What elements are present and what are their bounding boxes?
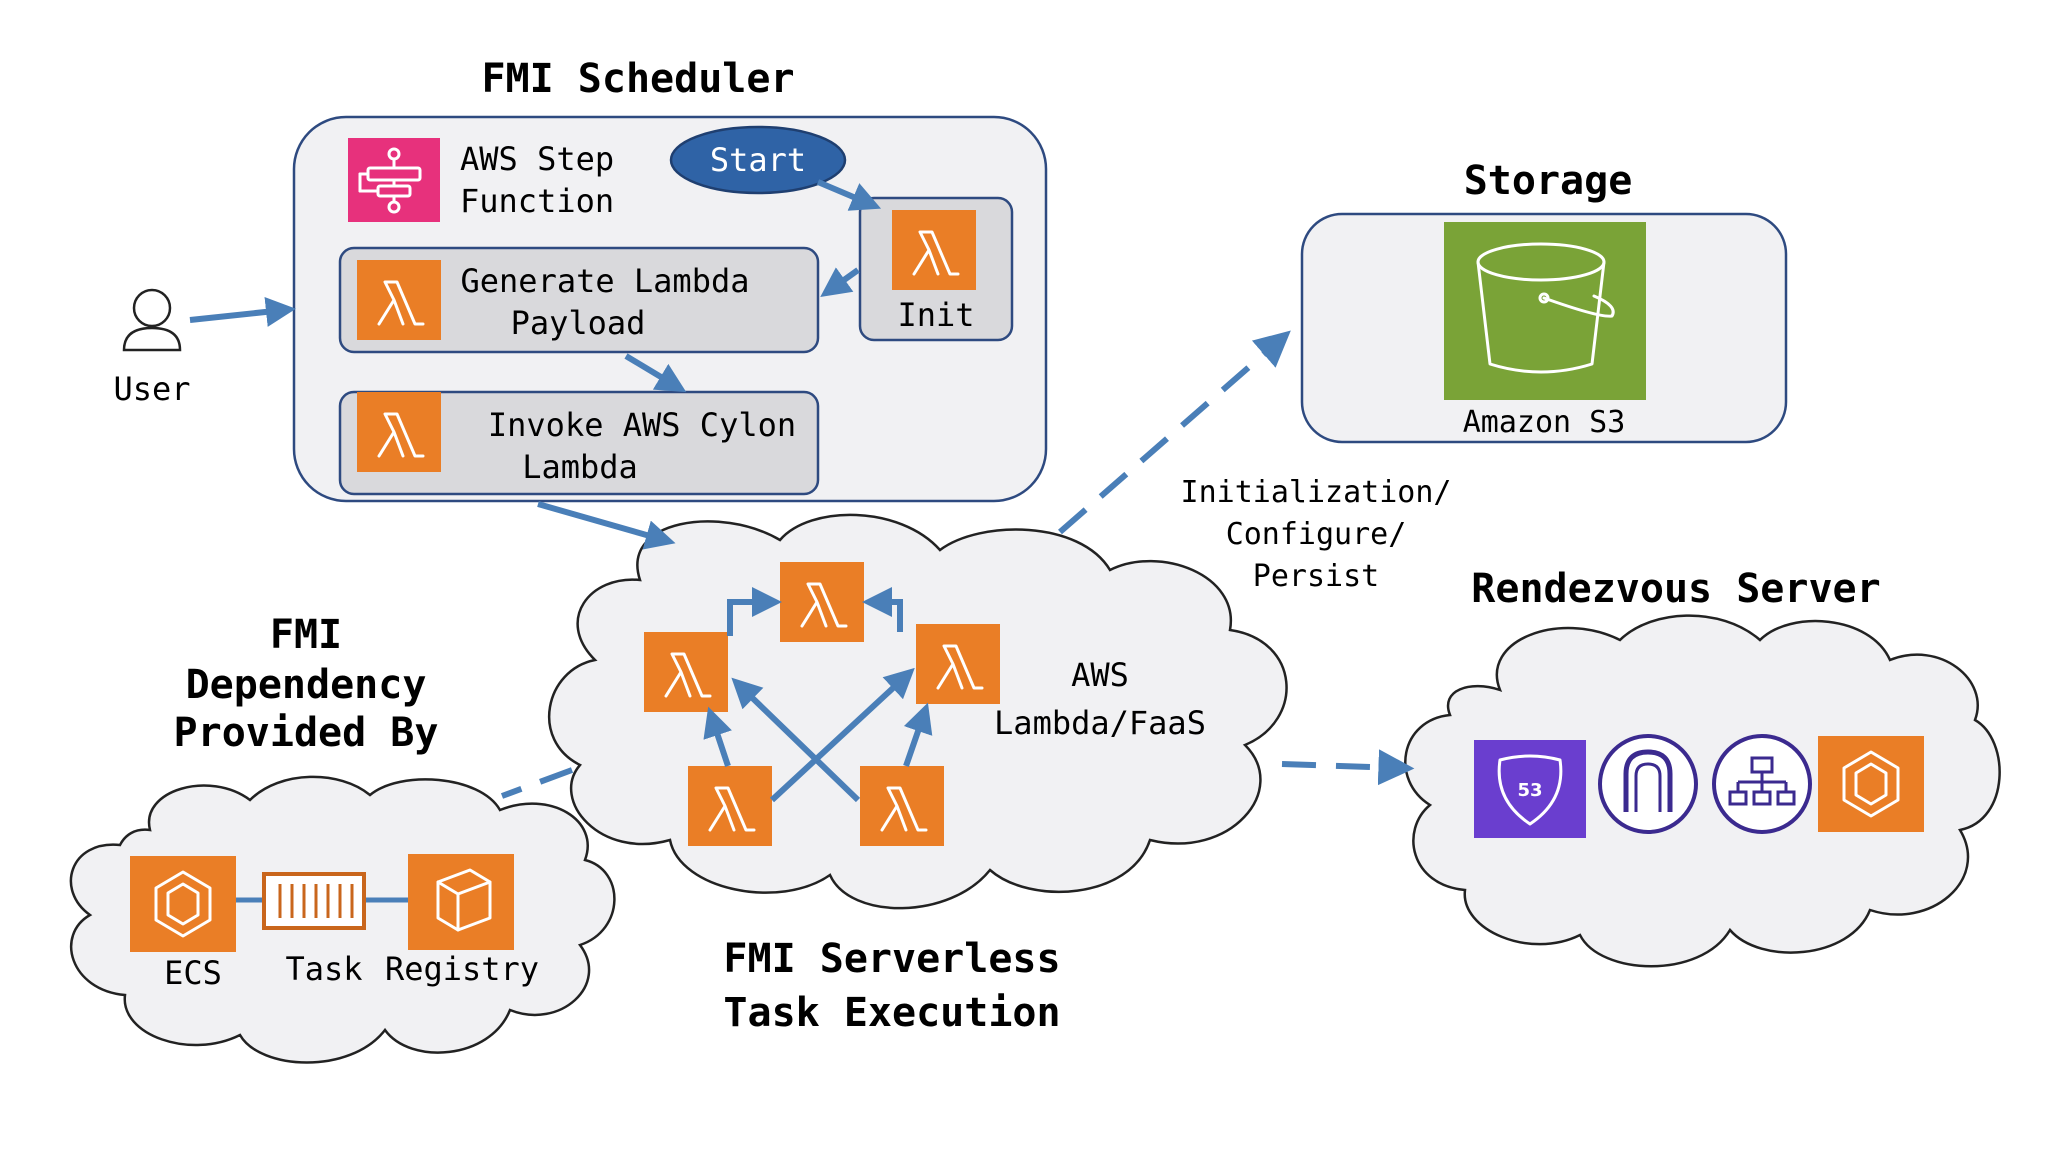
br-to-right-arrow — [903, 702, 933, 767]
invoke-cylon-box — [338, 390, 820, 496]
edge-label-2: Configure/ — [1226, 517, 1407, 552]
init-lambda-icon — [890, 208, 978, 292]
ecs-icon — [130, 856, 236, 952]
left-to-top-arrow — [727, 587, 782, 636]
start-label: Start — [710, 141, 806, 179]
step-function-label-1: AWS Step — [460, 140, 614, 178]
scheduler-title: FMI Scheduler — [481, 56, 794, 102]
faas-to-dependency-link — [500, 767, 574, 799]
registry-icon — [408, 854, 514, 950]
faas-title-2: Task Execution — [723, 990, 1060, 1036]
start-to-init-arrow — [816, 179, 882, 211]
invoke-label-1: Invoke AWS Cylon — [488, 406, 796, 444]
invoke-label-2: Lambda — [522, 448, 638, 486]
step-function-label-2: Function — [460, 182, 614, 220]
registry-label: Registry — [385, 950, 539, 988]
generate-to-invoke-arrow — [624, 353, 687, 393]
bucket-glyph — [1476, 242, 1615, 374]
invoke-lambda-icon — [355, 390, 443, 474]
init-to-generate-arrow — [820, 267, 860, 297]
faas-lambda-bottom-right-icon — [858, 764, 946, 848]
faas-lambda-top-icon — [778, 560, 866, 644]
faas-title-1: FMI Serverless — [723, 936, 1060, 982]
dependency-title-2: Dependency — [186, 662, 427, 708]
bl-to-right-arrow — [769, 667, 915, 803]
rendezvous-cloud — [1404, 614, 2001, 968]
right-to-top-arrow — [862, 587, 903, 632]
start-node — [669, 125, 847, 195]
user-node: User — [113, 288, 296, 408]
generate-lambda-icon — [355, 258, 443, 342]
task-label: Task — [285, 950, 362, 988]
bl-to-left-arrow — [703, 706, 732, 767]
user-label: User — [113, 370, 190, 408]
edge-label-1: Initialization/ — [1181, 475, 1452, 510]
faas-lambda-bottom-left-icon — [686, 764, 774, 848]
gateway-icon — [1598, 734, 1698, 834]
dependency-title-1: FMI — [270, 612, 342, 658]
init-label: Init — [897, 296, 974, 334]
faas-lambda-right-icon — [914, 622, 1002, 706]
fmi-scheduler-group: FMI Scheduler AWS Step Function Start — [292, 56, 1048, 503]
edge-label-3: Persist — [1253, 559, 1379, 594]
faas-label-2: Lambda/FaaS — [994, 704, 1206, 742]
task-container-icon — [262, 872, 366, 930]
generate-label-1: Generate Lambda — [461, 262, 750, 300]
faas-to-storage-arrow — [1058, 330, 1291, 535]
user-icon — [122, 288, 182, 352]
storage-group: Storage Amazon S3 — [1300, 158, 1788, 444]
step-function-icon — [348, 138, 440, 222]
faas-to-rendezvous-arrow — [1281, 749, 1415, 786]
generate-label-2: Payload — [511, 304, 646, 342]
route53-shield — [1497, 754, 1563, 826]
rendezvous-title: Rendezvous Server — [1471, 566, 1880, 612]
network-hierarchy-icon — [1712, 734, 1812, 834]
user-to-scheduler-arrow — [189, 296, 296, 327]
storage-title: Storage — [1464, 158, 1633, 204]
faas-lambda-left-icon — [642, 630, 730, 714]
faas-cloud-group: AWS Lambda/FaaS FMI Serverless Task Exec… — [547, 513, 1288, 1036]
route53-label: 53 — [1517, 780, 1542, 801]
ecs-label: ECS — [164, 954, 222, 992]
dependency-title-3: Provided By — [174, 710, 439, 756]
s3-label: Amazon S3 — [1463, 405, 1626, 440]
generate-payload-box — [338, 246, 820, 354]
dependency-group: FMI Dependency Provided By ECS Task — [69, 612, 616, 1064]
faas-label-1: AWS — [1071, 656, 1129, 694]
scheduler-to-faas-arrow — [537, 501, 676, 550]
rendezvous-group: Rendezvous Server 53 — [1404, 566, 2001, 968]
ecs-cluster-icon — [1818, 736, 1924, 832]
br-to-left-arrow — [731, 677, 861, 803]
